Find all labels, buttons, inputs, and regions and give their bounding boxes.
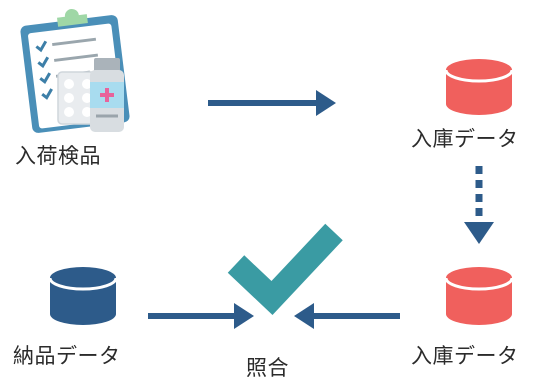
database-icon [444, 59, 514, 115]
warehouse-data-top-label: 入庫データ [411, 127, 519, 151]
arrow-down-icon [464, 166, 494, 244]
matching-label: 照合 [246, 356, 289, 380]
database-icon [444, 267, 514, 325]
medicine-bottle-icon [90, 58, 124, 132]
inspection-label: 入荷検品 [15, 144, 101, 168]
database-icon [48, 267, 118, 325]
arrow-left-icon [294, 303, 400, 329]
delivery-data-label: 納品データ [13, 344, 121, 368]
arrow-right-icon [208, 90, 336, 116]
pill-pack-icon [57, 71, 99, 125]
checkmark-icon [227, 223, 343, 315]
warehouse-data-bottom-label: 入庫データ [411, 344, 519, 368]
arrow-right-icon [148, 303, 254, 329]
